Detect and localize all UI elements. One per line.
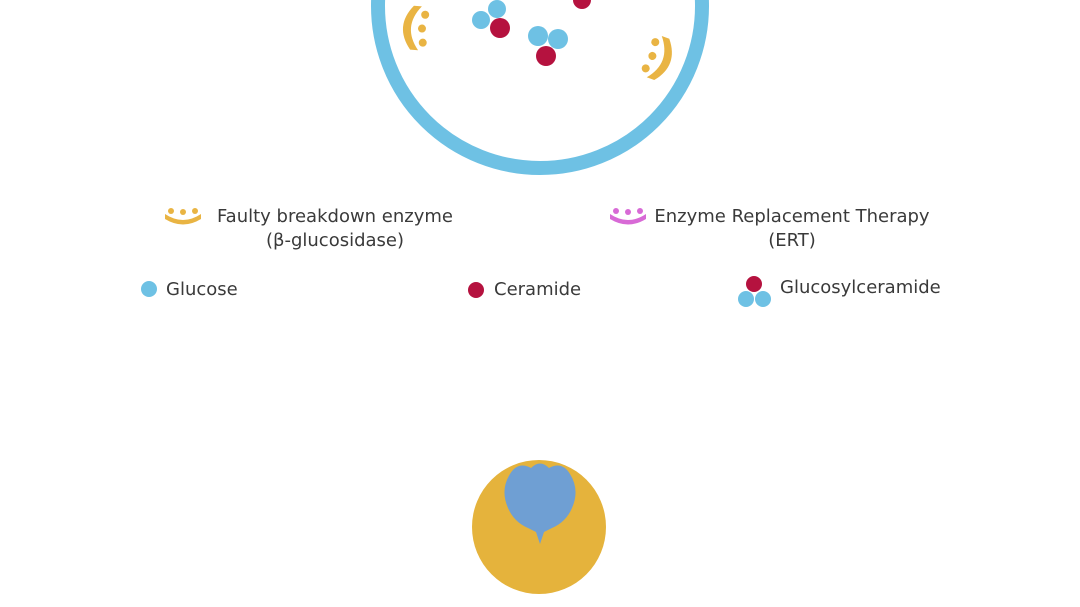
- glucosylceramide-label: Glucosylceramide: [780, 277, 941, 298]
- faulty-enzyme-label-line1: Faulty breakdown enzyme: [216, 206, 453, 227]
- glucose-molecule: [528, 26, 548, 46]
- faulty-enzyme-right: [641, 35, 672, 81]
- glucose-molecule: [548, 29, 568, 49]
- ert-label: Enzyme Replacement Therapy (ERT): [650, 205, 934, 253]
- cell: [472, 460, 606, 594]
- lysosome: [371, 0, 709, 175]
- ceramide-dot-icon: [468, 282, 484, 298]
- faulty-enzyme-label-line2: (β-glucosidase): [265, 230, 405, 251]
- ceramide-molecule: [573, 0, 591, 9]
- ert-label-line2: (ERT): [768, 230, 816, 251]
- glucosylceramide-cluster-icon: [738, 276, 771, 307]
- faulty-enzyme-label: Faulty breakdown enzyme (β-glucosidase): [204, 205, 466, 253]
- glucose-label: Glucose: [166, 279, 238, 300]
- faulty-enzyme-icon: [165, 208, 201, 225]
- glucosylceramide-cluster-2: [528, 26, 568, 66]
- lysosome-membrane: [371, 0, 709, 175]
- faulty-enzyme-left: [403, 5, 430, 51]
- ert-enzyme-icon: [610, 208, 646, 225]
- ceramide-molecule: [490, 18, 510, 38]
- ert-label-line1: Enzyme Replacement Therapy: [654, 206, 930, 227]
- glucose-molecule: [488, 0, 506, 18]
- nucleus: [504, 463, 576, 544]
- glucosylceramide-cluster-1: [472, 0, 510, 38]
- glucose-dot-icon: [141, 281, 157, 297]
- glucose-molecule: [472, 11, 490, 29]
- ceramide-molecule: [536, 46, 556, 66]
- ceramide-label: Ceramide: [494, 279, 582, 300]
